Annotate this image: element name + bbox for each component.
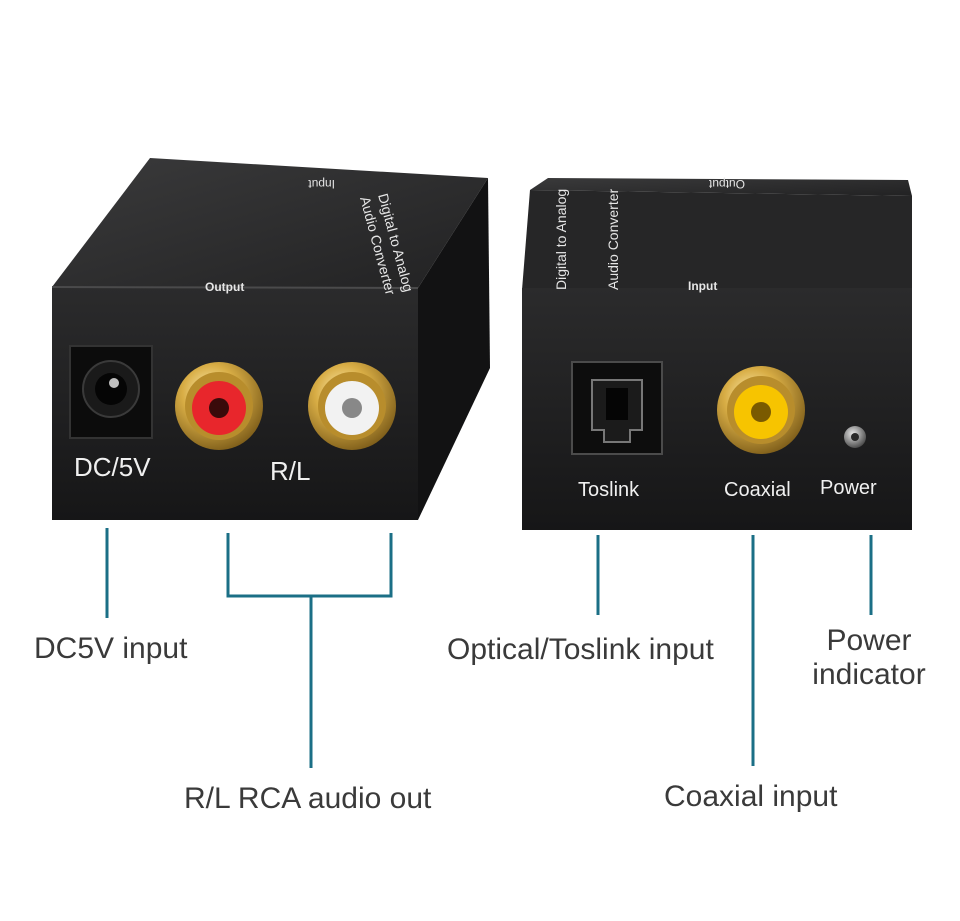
rca-jack-white — [308, 362, 396, 450]
coaxial-label: Coaxial — [724, 479, 791, 501]
dc-power-jack — [69, 345, 153, 439]
callout-lines — [105, 528, 873, 768]
callout-bracket-rca — [226, 533, 393, 598]
left-output-label: Output — [205, 280, 244, 294]
left-device-side — [418, 178, 490, 520]
callout-optical-input: Optical/Toslink input — [447, 633, 714, 666]
callout-rca-audio-out: R/L RCA audio out — [184, 782, 432, 815]
callout-coaxial-input: Coaxial input — [664, 780, 838, 813]
right-input-label: Input — [688, 279, 717, 293]
rl-label: R/L — [270, 456, 310, 486]
right-top-text-1: Digital to Analog — [553, 189, 569, 290]
callout-power-indicator: Power indicator — [806, 624, 932, 692]
right-converter: Output Digital to Analog Audio Converter… — [522, 177, 912, 530]
rca-jack-red — [175, 362, 263, 450]
power-label: Power — [820, 477, 877, 499]
callout-power-line1: Power — [826, 624, 912, 657]
callout-power-line2: indicator — [812, 658, 926, 691]
rca-jack-yellow — [717, 366, 805, 454]
power-led — [844, 426, 866, 448]
left-top-input-text: Input — [308, 177, 335, 191]
toslink-port — [571, 361, 663, 455]
left-converter: Digital to Analog Audio Converter Input … — [51, 158, 490, 520]
toslink-label: Toslink — [578, 479, 640, 501]
right-top-output-text: Output — [708, 177, 745, 191]
dc-label: DC/5V — [74, 452, 151, 482]
callout-dc5v-input: DC5V input — [34, 632, 188, 665]
left-device-top — [52, 158, 488, 288]
right-top-text-2: Audio Converter — [605, 188, 621, 290]
